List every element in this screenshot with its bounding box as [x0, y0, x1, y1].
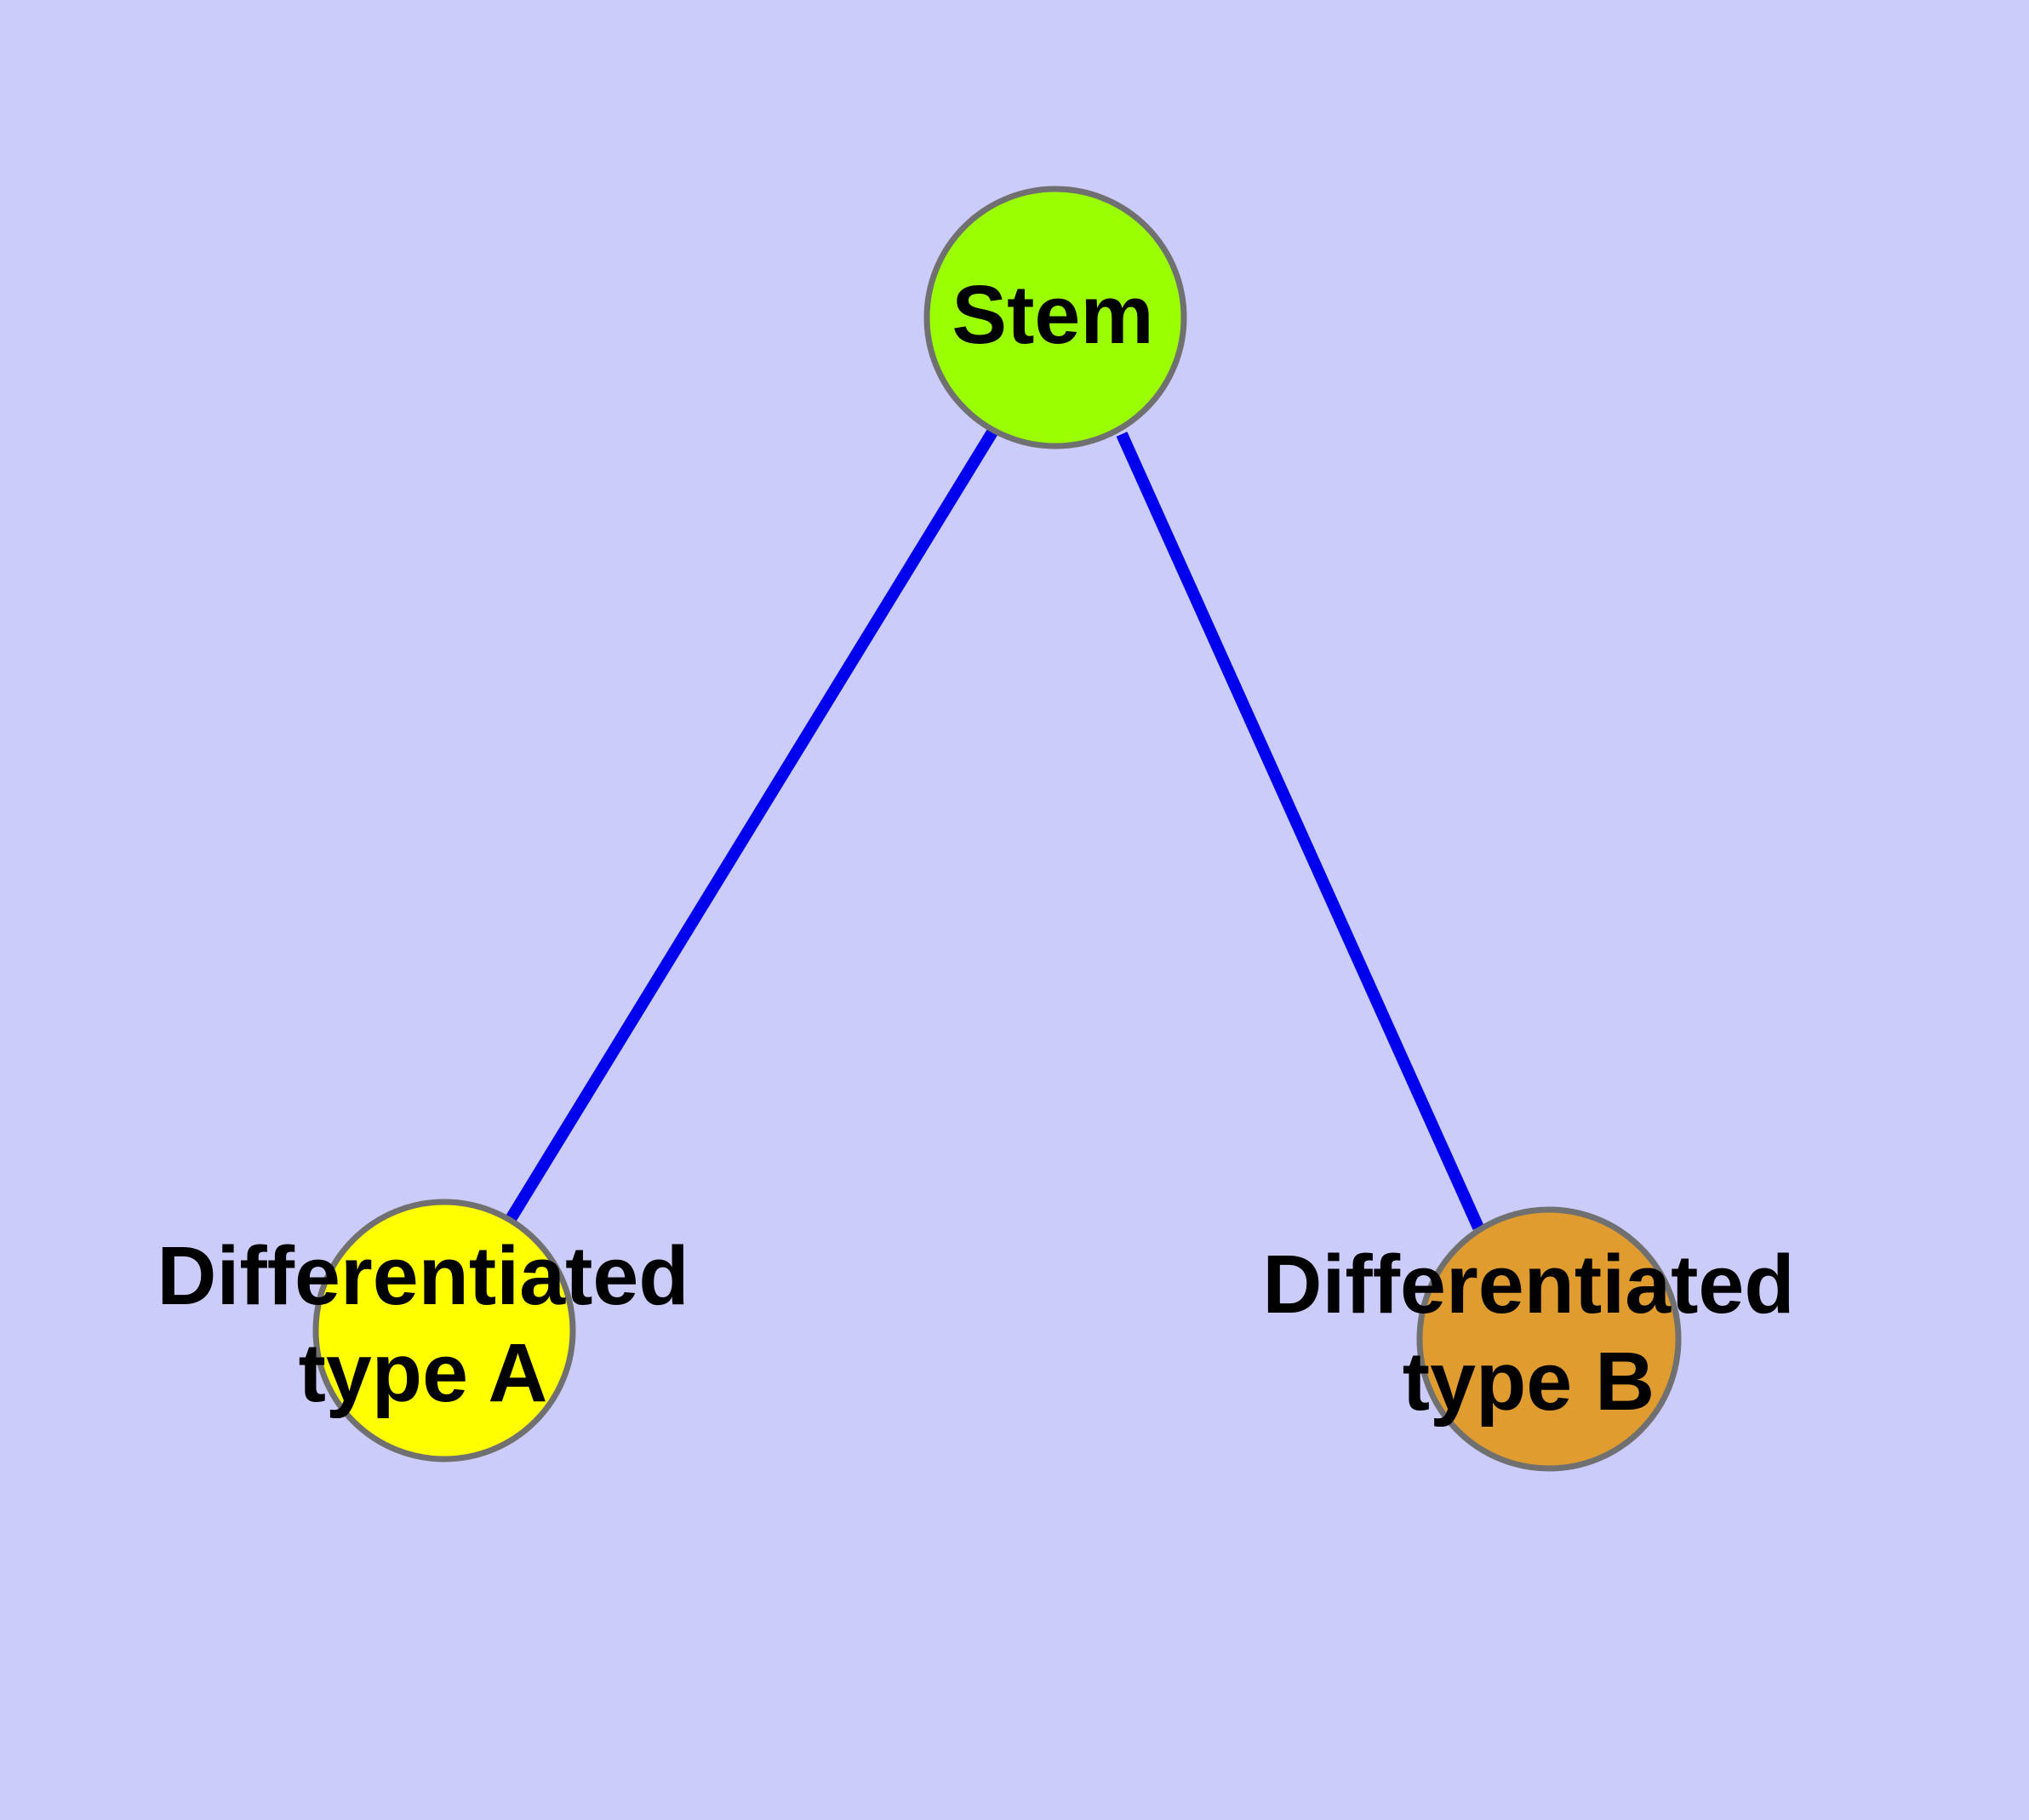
- node-label-line: type B: [1403, 1335, 1655, 1428]
- node-label-stem: Stem: [952, 268, 1153, 361]
- edges-layer: [506, 427, 1484, 1230]
- node-circle-diff_b[interactable]: [1416, 1206, 1682, 1472]
- node-circle-diff_a[interactable]: [312, 1199, 576, 1462]
- nodes-layer: [312, 186, 1682, 1472]
- node-label-line: Stem: [952, 268, 1153, 361]
- node-label-line: Differentiated: [157, 1228, 689, 1321]
- node-label-line: type A: [299, 1326, 548, 1419]
- edge-stem-diff-a[interactable]: [506, 427, 998, 1222]
- node-label-line: Differentiated: [1262, 1237, 1794, 1330]
- edge-stem-diff-b[interactable]: [1116, 432, 1484, 1230]
- node-circle-stem[interactable]: [923, 186, 1187, 449]
